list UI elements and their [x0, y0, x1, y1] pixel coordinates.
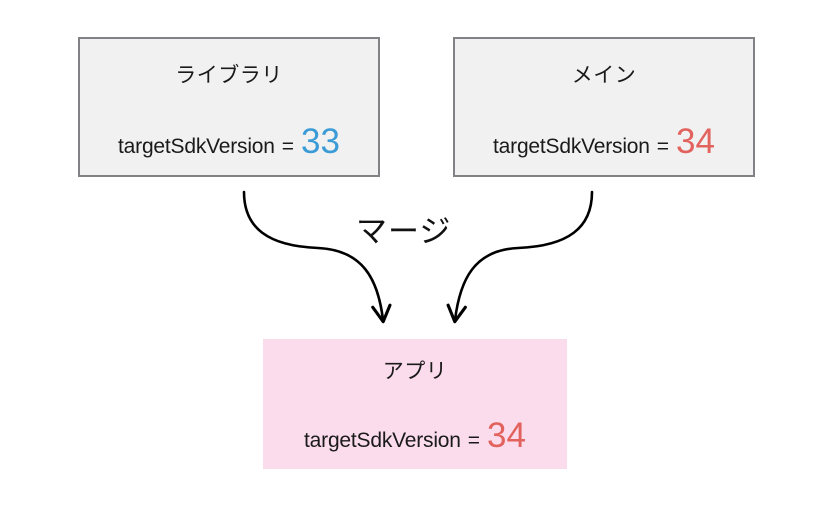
- node-main-property-equals: =: [656, 135, 670, 158]
- node-app-property-key: targetSdkVersion: [304, 429, 461, 452]
- node-app: アプリ targetSdkVersion = 34: [263, 339, 567, 469]
- node-main-property-value: 34: [676, 122, 715, 161]
- node-app-property-value: 34: [487, 416, 526, 455]
- merge-label: マージ: [356, 214, 452, 249]
- node-main-property: targetSdkVersion = 34: [493, 124, 715, 159]
- node-library: ライブラリ targetSdkVersion = 33: [78, 37, 380, 177]
- node-main: メイン targetSdkVersion = 34: [453, 37, 755, 177]
- node-app-property: targetSdkVersion = 34: [304, 418, 526, 453]
- arrow-main-to-app: [446, 190, 594, 324]
- node-main-title: メイン: [571, 64, 637, 87]
- node-main-property-key: targetSdkVersion: [493, 135, 650, 158]
- node-library-title: ライブラリ: [175, 64, 283, 87]
- node-app-title: アプリ: [382, 360, 448, 383]
- node-app-property-equals: =: [467, 429, 481, 452]
- node-library-property-value: 33: [301, 122, 340, 161]
- node-library-property-key: targetSdkVersion: [118, 135, 275, 158]
- node-library-property-equals: =: [281, 135, 295, 158]
- node-library-property: targetSdkVersion = 33: [118, 124, 340, 159]
